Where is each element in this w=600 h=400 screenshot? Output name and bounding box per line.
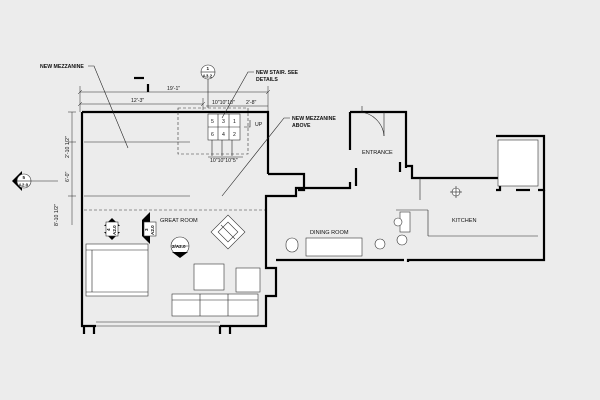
label-new-stair-2: DETAILS — [256, 77, 278, 83]
dim-stair-bottom: 10"10"10"5" — [210, 158, 238, 164]
label-new-mezzanine: NEW MEZZANINE — [40, 64, 84, 70]
dim-stair-right: 2'-8" — [246, 100, 256, 106]
label-mezz-above-1: NEW MEZZANINE — [292, 116, 336, 122]
section-tag-2-a2-0: 2/A2.0 — [170, 236, 190, 258]
dim-overall-width: 19'-1" — [167, 86, 180, 92]
great-room-walls — [80, 110, 278, 334]
great-room-furniture — [85, 214, 261, 317]
tag-num: 5 — [23, 175, 26, 180]
stair-num-4: 4 — [222, 132, 225, 138]
tag-num: 4 — [106, 228, 111, 231]
dining-furniture — [285, 237, 386, 257]
label-new-stair-1: NEW STAIR. SEE — [256, 70, 299, 76]
dim-left-width: 12'-3" — [131, 98, 144, 104]
stair: 5 3 1 6 4 2 UP — [177, 107, 263, 156]
tag-sheet: A2.0 — [19, 183, 29, 188]
stair-num-1: 1 — [233, 119, 236, 125]
stair-num-2: 2 — [233, 132, 236, 138]
tag-num: 1 — [207, 66, 210, 71]
room-kitchen: KITCHEN — [452, 218, 477, 224]
stair-num-3: 3 — [222, 119, 225, 125]
section-tag-4-a2-0: 4 A2.0 — [104, 218, 120, 240]
dim-vertical-upper: 2'-10 1/2" — [65, 136, 71, 158]
dim-vertical-mid: 6'-0" — [65, 172, 71, 182]
room-entrance: ENTRANCE — [362, 150, 393, 156]
stair-num-5: 5 — [211, 119, 214, 125]
section-tag-5-a2-0: 5 A2.0 — [12, 171, 58, 191]
tag-num: 3 — [144, 228, 149, 231]
section-tag-3-a2-0: 3 A2.0 — [142, 212, 157, 244]
annotations: NEW MEZZANINE NEW STAIR. SEE DETAILS NEW… — [40, 64, 336, 197]
tag-sheet: A2.0 — [112, 225, 117, 235]
east-walls — [264, 106, 546, 262]
top-dimensions: 19'-1" 12'-3" 10"10"10" 2'-8" 10"10"10"5… — [77, 76, 271, 164]
stair-num-6: 6 — [211, 132, 214, 138]
tag-sheet: A3.2 — [203, 74, 213, 79]
section-tag-a3-2: 1 A3.2 — [200, 64, 216, 108]
label-mezz-above-2: ABOVE — [292, 123, 311, 129]
dim-vertical-lower: 8'-10 1/2" — [54, 204, 60, 226]
tag-sheet: A2.0 — [150, 225, 155, 235]
dim-stair-top: 10"10"10" — [212, 100, 235, 106]
left-dimensions: 2'-10 1/2" 6'-0" 8'-10 1/2" — [54, 111, 76, 226]
tag-sheet: 2/A2.0 — [172, 244, 186, 249]
room-dining-room: DINING ROOM — [310, 230, 349, 236]
stair-up-label: UP — [255, 122, 263, 128]
room-great-room: GREAT ROOM — [160, 218, 198, 224]
